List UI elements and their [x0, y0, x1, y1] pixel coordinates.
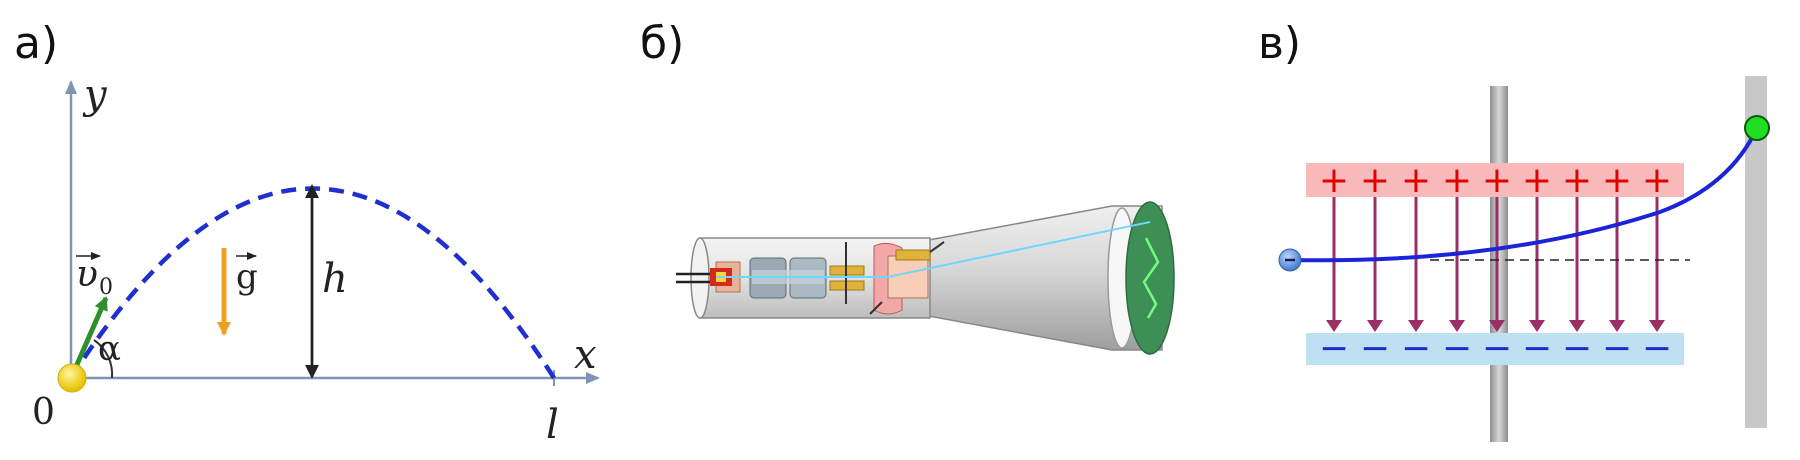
- panel-b: б): [640, 18, 1175, 355]
- minus-sign: −: [1319, 328, 1349, 369]
- tube-base: [690, 237, 710, 319]
- velocity-subscript: 0: [99, 275, 113, 300]
- range-label: l: [546, 402, 559, 448]
- electron-trajectory: [1291, 127, 1759, 263]
- plus-sign: +: [1360, 160, 1390, 201]
- plate-lead-top: [929, 241, 945, 253]
- screen-trace: [1142, 237, 1160, 319]
- panel-b-label: б): [640, 18, 684, 69]
- plus-sign: +: [1442, 160, 1472, 201]
- gravity-label: g: [236, 252, 258, 297]
- minus-sign: −: [1360, 328, 1390, 369]
- angle-arc: [93, 339, 114, 379]
- panel-c-label: в): [1258, 18, 1301, 69]
- support-rod: [1490, 86, 1508, 442]
- horizontal-plate: [895, 249, 931, 261]
- gravity-symbol: g: [236, 257, 258, 297]
- plus-sign: +: [1482, 160, 1512, 201]
- minus-sign: −: [1401, 328, 1431, 369]
- height-label: h: [322, 256, 348, 302]
- minus-sign: −: [1482, 328, 1512, 369]
- plus-sign: +: [1602, 160, 1632, 201]
- plus-sign: +: [1319, 160, 1349, 201]
- minus-sign: −: [1522, 328, 1552, 369]
- minus-sign: −: [1642, 328, 1672, 369]
- minus-sign: −: [1442, 328, 1472, 369]
- panel-a: а) y x 0 l h α υ 0 g: [14, 18, 600, 448]
- plus-sign: +: [1642, 160, 1672, 201]
- negative-plate: [1306, 333, 1684, 365]
- y-axis-label: y: [82, 72, 108, 118]
- panel-a-label: а): [14, 18, 58, 69]
- detector-screen: [1745, 76, 1767, 428]
- minus-sign: −: [1562, 328, 1592, 369]
- minus-sign: −: [1602, 328, 1632, 369]
- plus-signs: + + + + + + + + +: [1319, 160, 1672, 201]
- velocity-label: υ 0: [76, 252, 113, 300]
- origin-label: 0: [32, 392, 55, 433]
- field-arrows: [1326, 197, 1665, 332]
- velocity-arrow: [69, 296, 109, 377]
- projectile-ball: [57, 363, 87, 393]
- vertical-plates: [887, 255, 929, 299]
- fluorescent-screen: [1125, 201, 1175, 355]
- plus-sign: +: [1562, 160, 1592, 201]
- hit-point: [1744, 115, 1770, 141]
- plus-sign: +: [1401, 160, 1431, 201]
- electron-beam: [716, 221, 1151, 278]
- x-axis-label: x: [574, 332, 597, 378]
- positive-plate: [1306, 163, 1684, 197]
- angle-label: α: [98, 329, 121, 369]
- plus-sign: +: [1522, 160, 1552, 201]
- minus-signs: − − − − − − − − −: [1319, 328, 1672, 369]
- plate-lead-bottom: [869, 301, 883, 315]
- velocity-symbol: υ: [76, 254, 98, 295]
- panel-c: в) + + + + + + + + + − − − − − − − −: [1258, 18, 1770, 442]
